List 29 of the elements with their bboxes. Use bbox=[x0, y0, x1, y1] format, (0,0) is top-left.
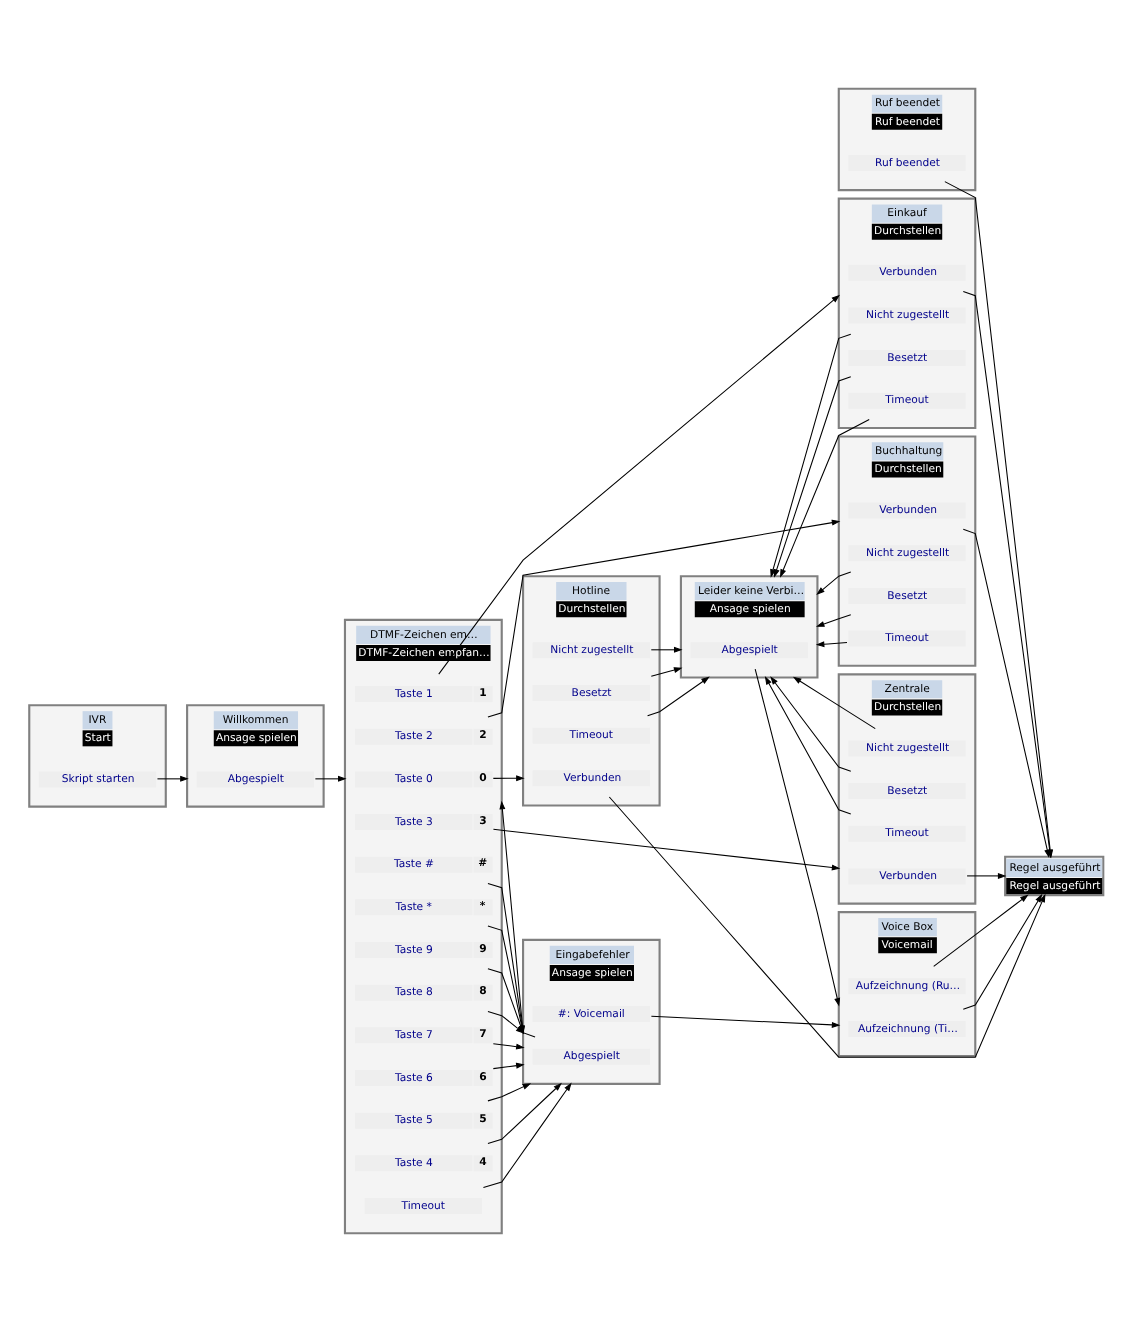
arrow bbox=[492, 774, 525, 781]
arrow bbox=[487, 1082, 532, 1101]
arrow bbox=[487, 518, 841, 717]
arrow bbox=[650, 666, 683, 676]
arrow bbox=[647, 675, 710, 716]
arrow bbox=[492, 1042, 525, 1049]
arrow bbox=[754, 667, 841, 1006]
arrow bbox=[770, 332, 852, 577]
arrow bbox=[933, 893, 1029, 966]
arrow bbox=[773, 375, 852, 577]
arrow bbox=[492, 827, 841, 870]
arrow bbox=[438, 293, 840, 674]
arrow bbox=[815, 613, 852, 626]
arrow bbox=[962, 892, 1043, 1009]
arrow bbox=[156, 774, 189, 781]
arrow bbox=[650, 1014, 841, 1027]
arrow bbox=[492, 1061, 525, 1069]
arrow bbox=[608, 795, 1046, 1057]
arrow bbox=[780, 417, 870, 577]
arrow bbox=[815, 640, 848, 647]
arrow bbox=[792, 675, 876, 729]
arrow bbox=[650, 645, 683, 652]
arrow bbox=[487, 1081, 562, 1144]
arrow bbox=[770, 675, 852, 771]
arrow bbox=[314, 774, 347, 781]
arrow bbox=[764, 675, 852, 814]
arrow bbox=[816, 570, 852, 594]
arrow bbox=[966, 871, 1007, 878]
arrow bbox=[482, 1081, 572, 1188]
